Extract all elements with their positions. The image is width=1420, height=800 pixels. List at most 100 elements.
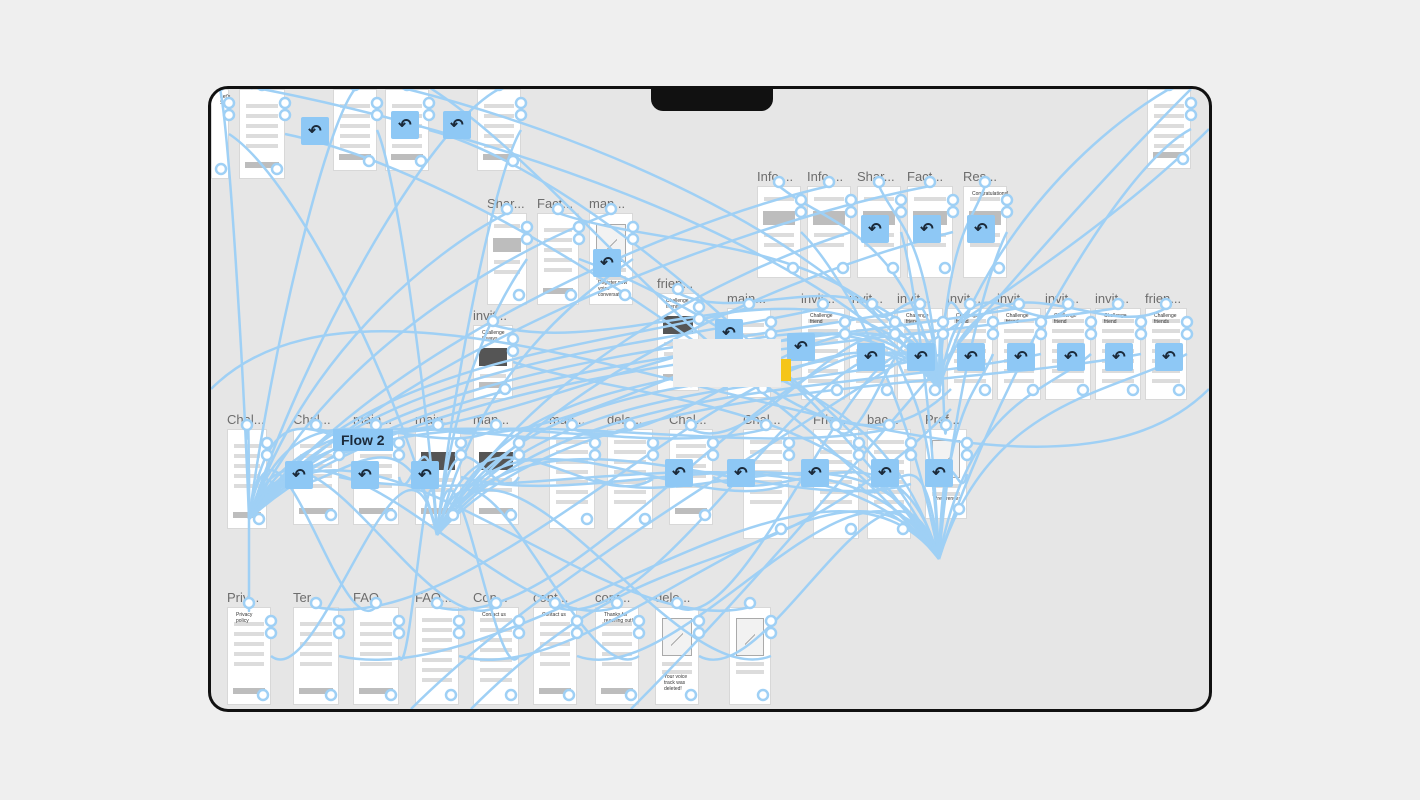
connector-node[interactable] — [278, 108, 292, 122]
connector-node[interactable] — [570, 614, 584, 628]
connector-node[interactable] — [240, 418, 254, 432]
connector-node[interactable] — [332, 626, 346, 640]
back-button[interactable]: ↶ — [443, 111, 471, 139]
connector-node[interactable] — [963, 297, 977, 311]
connector-node[interactable] — [422, 108, 436, 122]
connector-node[interactable] — [242, 596, 256, 610]
connector-node[interactable] — [764, 626, 778, 640]
connector-node[interactable] — [414, 154, 428, 168]
connector-node[interactable] — [452, 626, 466, 640]
connector-node[interactable] — [402, 89, 412, 92]
connector-node[interactable] — [572, 232, 586, 246]
connector-node[interactable] — [392, 448, 406, 462]
connector-node[interactable] — [1026, 383, 1040, 397]
connector-node[interactable] — [504, 508, 518, 522]
connector-node[interactable] — [946, 193, 960, 207]
connector-node[interactable] — [886, 261, 900, 275]
connector-node[interactable] — [506, 154, 520, 168]
connector-node[interactable] — [786, 261, 800, 275]
connector-node[interactable] — [894, 193, 908, 207]
connector-node[interactable] — [278, 96, 292, 110]
connector-node[interactable] — [670, 596, 684, 610]
connector-node[interactable] — [564, 288, 578, 302]
connector-node[interactable] — [332, 614, 346, 628]
connector-node[interactable] — [1076, 383, 1090, 397]
connector-node[interactable] — [454, 448, 468, 462]
connector-node[interactable] — [324, 688, 338, 702]
connector-node[interactable] — [671, 282, 685, 296]
connector-node[interactable] — [324, 508, 338, 522]
connector-node[interactable] — [500, 202, 514, 216]
connector-node[interactable] — [764, 614, 778, 628]
frame-title[interactable]: Shar... — [857, 169, 895, 184]
connector-node[interactable] — [646, 436, 660, 450]
connector-node[interactable] — [431, 418, 445, 432]
connector-node[interactable] — [822, 175, 836, 189]
back-button[interactable]: ↶ — [1105, 343, 1133, 371]
back-button[interactable]: ↶ — [285, 461, 313, 489]
connector-node[interactable] — [384, 508, 398, 522]
connector-node[interactable] — [520, 232, 534, 246]
connector-node[interactable] — [872, 175, 886, 189]
connector-node[interactable] — [844, 205, 858, 219]
screen-frame[interactable] — [1147, 89, 1191, 169]
connector-node[interactable] — [638, 512, 652, 526]
connector-node[interactable] — [986, 315, 1000, 329]
connector-node[interactable] — [756, 688, 770, 702]
connector-node[interactable] — [222, 108, 236, 122]
back-button[interactable]: ↶ — [857, 343, 885, 371]
connector-node[interactable] — [936, 327, 950, 341]
connector-node[interactable] — [370, 108, 384, 122]
connector-node[interactable] — [960, 448, 974, 462]
connector-node[interactable] — [1176, 152, 1190, 166]
connector-node[interactable] — [506, 344, 520, 358]
connector-node[interactable] — [986, 327, 1000, 341]
connector-node[interactable] — [936, 315, 950, 329]
back-button[interactable]: ↶ — [1155, 343, 1183, 371]
connector-node[interactable] — [830, 383, 844, 397]
screen-frame[interactable] — [293, 607, 339, 705]
connector-node[interactable] — [772, 175, 786, 189]
connector-node[interactable] — [562, 688, 576, 702]
screen-frame[interactable]: Contact us — [533, 607, 577, 705]
connector-node[interactable] — [829, 418, 843, 432]
connector-node[interactable] — [392, 614, 406, 628]
connector-node[interactable] — [1180, 327, 1194, 341]
connector-node[interactable] — [444, 688, 458, 702]
connector-node[interactable] — [904, 448, 918, 462]
back-button[interactable]: ↶ — [727, 459, 755, 487]
connector-node[interactable] — [1180, 315, 1194, 329]
connector-node[interactable] — [838, 315, 852, 329]
connector-node[interactable] — [1084, 327, 1098, 341]
connector-node[interactable] — [1061, 297, 1075, 311]
connector-node[interactable] — [684, 418, 698, 432]
back-button[interactable]: ↶ — [871, 459, 899, 487]
connector-node[interactable] — [362, 154, 376, 168]
connector-node[interactable] — [551, 202, 565, 216]
connector-node[interactable] — [370, 96, 384, 110]
connector-node[interactable] — [844, 522, 858, 536]
connector-node[interactable] — [978, 175, 992, 189]
connector-node[interactable] — [514, 96, 528, 110]
back-button[interactable]: ↶ — [391, 111, 419, 139]
connector-node[interactable] — [698, 508, 712, 522]
connector-node[interactable] — [618, 288, 632, 302]
back-button[interactable]: ↶ — [787, 333, 815, 361]
connector-node[interactable] — [252, 512, 266, 526]
connector-node[interactable] — [782, 436, 796, 450]
connector-node[interactable] — [742, 297, 756, 311]
connector-node[interactable] — [430, 596, 444, 610]
connector-node[interactable] — [692, 300, 706, 314]
connector-node[interactable] — [512, 436, 526, 450]
connector-node[interactable] — [572, 220, 586, 234]
connector-node[interactable] — [764, 327, 778, 341]
connector-node[interactable] — [486, 314, 500, 328]
connector-node[interactable] — [913, 297, 927, 311]
connector-node[interactable] — [794, 205, 808, 219]
connector-node[interactable] — [1126, 383, 1140, 397]
back-button[interactable]: ↶ — [593, 249, 621, 277]
connector-node[interactable] — [632, 614, 646, 628]
connector-node[interactable] — [960, 436, 974, 450]
connector-node[interactable] — [215, 89, 225, 92]
connector-node[interactable] — [1164, 89, 1174, 92]
